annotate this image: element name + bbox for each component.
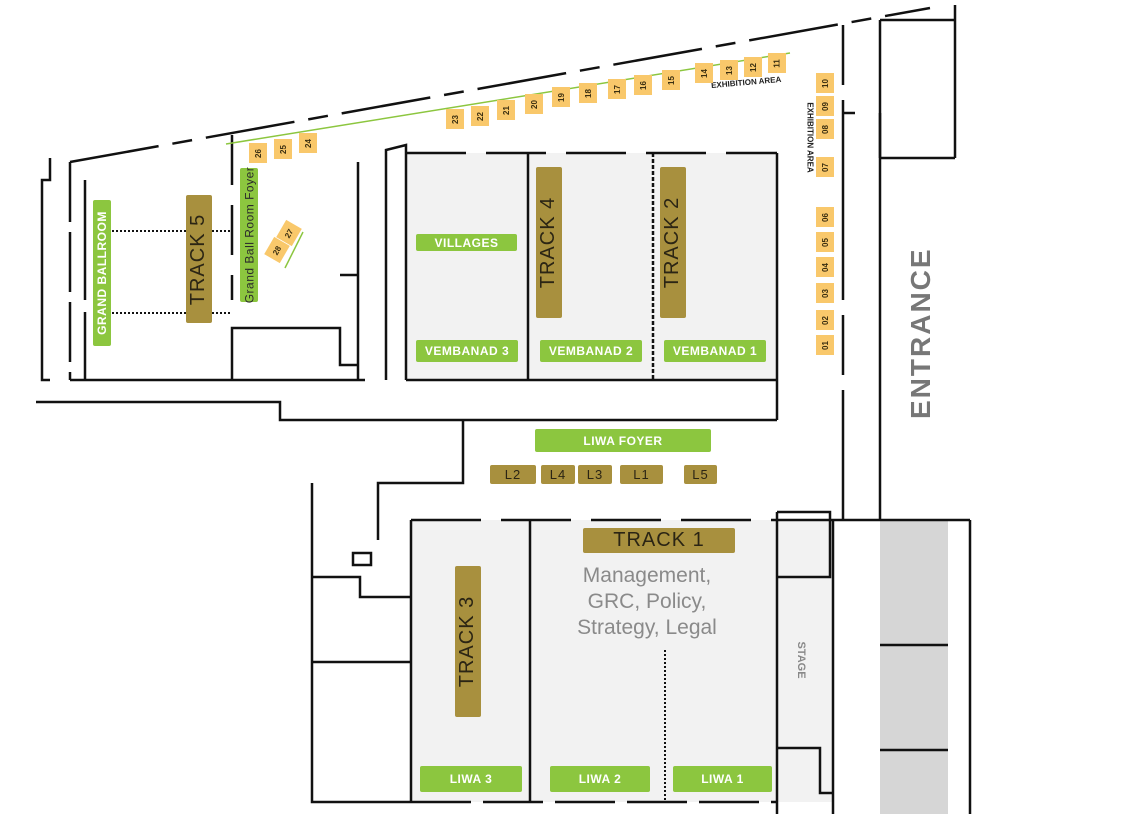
track3-label: TRACK 3 (455, 566, 481, 717)
booth-14: 14 (695, 63, 713, 83)
grand-ballroom-label: GRAND BALLROOM (93, 200, 111, 346)
booth-number: 04 (820, 262, 830, 272)
booth-number: 21 (501, 105, 511, 115)
track1-label: TRACK 1 (583, 528, 735, 553)
track2-label: TRACK 2 (660, 167, 686, 318)
topic-line: Management, (582, 564, 712, 587)
booth-number: 11 (772, 58, 782, 68)
booth-number: 08 (820, 124, 830, 134)
booth-21: 21 (497, 100, 515, 120)
booth-03: 03 (816, 283, 834, 303)
liwa2-label: LIWA 2 (550, 766, 650, 792)
vembanad1-label: VEMBANAD 1 (664, 340, 766, 362)
booth-number: 12 (748, 62, 758, 72)
booth-number: 27 (282, 226, 296, 240)
vembanad2-label: VEMBANAD 2 (540, 340, 642, 362)
booth-number: 02 (820, 315, 830, 325)
stage-label: STAGE (795, 641, 807, 679)
vembanad3-label: VEMBANAD 3 (416, 340, 518, 362)
booth-number: 13 (724, 65, 734, 75)
booth-number: 10 (820, 78, 830, 88)
villages-label: VILLAGES (416, 234, 517, 251)
liwa1-label: LIWA 1 (673, 766, 772, 792)
booth-24: 24 (299, 133, 317, 153)
booth-11: 11 (768, 53, 786, 73)
booth-number: 20 (529, 99, 539, 109)
booth-number: 09 (820, 101, 830, 111)
track3-text: TRACK 3 (456, 595, 479, 688)
track4-text: TRACK 4 (537, 196, 560, 289)
booth-number: 03 (820, 288, 830, 298)
lounge-l4: L4 (541, 465, 575, 484)
booth-01: 01 (816, 335, 834, 355)
booth-12: 12 (744, 57, 762, 77)
track2-text: TRACK 2 (661, 196, 684, 289)
track5-text: TRACK 5 (187, 213, 210, 305)
booth-number: 06 (820, 212, 830, 222)
booth-number: 26 (253, 148, 263, 158)
booth-23: 23 (446, 109, 464, 129)
grand-ballroom-text: GRAND BALLROOM (95, 211, 109, 335)
booth-number: 24 (303, 138, 313, 148)
track5-label: TRACK 5 (186, 195, 212, 323)
booth-number: 25 (278, 144, 288, 154)
topic-line: Strategy, Legal (577, 616, 717, 639)
booth-09: 09 (816, 96, 834, 116)
booth-25: 25 (274, 139, 292, 159)
booth-22: 22 (471, 106, 489, 126)
liwa-foyer-label: LIWA FOYER (535, 429, 711, 452)
booth-10: 10 (816, 73, 834, 93)
booth-18: 18 (579, 83, 597, 103)
booth-06: 06 (816, 207, 834, 227)
booth-number: 22 (475, 111, 485, 121)
entrance-label: ENTRANCE (905, 247, 936, 419)
booth-15: 15 (662, 70, 680, 90)
booth-number: 14 (699, 68, 709, 78)
booth-26: 26 (249, 143, 267, 163)
booth-20: 20 (525, 94, 543, 114)
booth-13: 13 (720, 60, 738, 80)
booth-08: 08 (816, 119, 834, 139)
track4-label: TRACK 4 (536, 167, 562, 318)
grand-ballroom-foyer-label: Grand Ball Room Foyer (240, 166, 258, 304)
lounge-l3: L3 (578, 465, 612, 484)
booth-number: 16 (638, 80, 648, 90)
lounge-l2: L2 (490, 465, 536, 484)
booth-number: 17 (612, 84, 622, 94)
booth-16: 16 (634, 75, 652, 95)
grand-ballroom-foyer-text: Grand Ball Room Foyer (242, 166, 257, 304)
booth-number: 23 (450, 114, 460, 124)
booth-07: 07 (816, 157, 834, 177)
lounge-l5: L5 (684, 465, 717, 484)
booth-17: 17 (608, 79, 626, 99)
booth-04: 04 (816, 257, 834, 277)
booth-number: 18 (583, 88, 593, 98)
track1-topics: Management, GRC, Policy, Strategy, Legal (547, 563, 747, 641)
booth-05: 05 (816, 232, 834, 252)
booth-number: 07 (820, 162, 830, 172)
booth-number: 01 (820, 340, 830, 350)
topic-line: GRC, Policy, (587, 590, 707, 613)
booth-number: 19 (556, 92, 566, 102)
exhibition-area-side-label: EXHIBITION AREA (805, 102, 815, 173)
booth-02: 02 (816, 310, 834, 330)
liwa3-label: LIWA 3 (420, 766, 522, 792)
booth-number: 05 (820, 237, 830, 247)
booth-19: 19 (552, 87, 570, 107)
booth-number: 28 (270, 243, 284, 257)
booth-number: 15 (666, 75, 676, 85)
lounge-l1: L1 (620, 465, 663, 484)
